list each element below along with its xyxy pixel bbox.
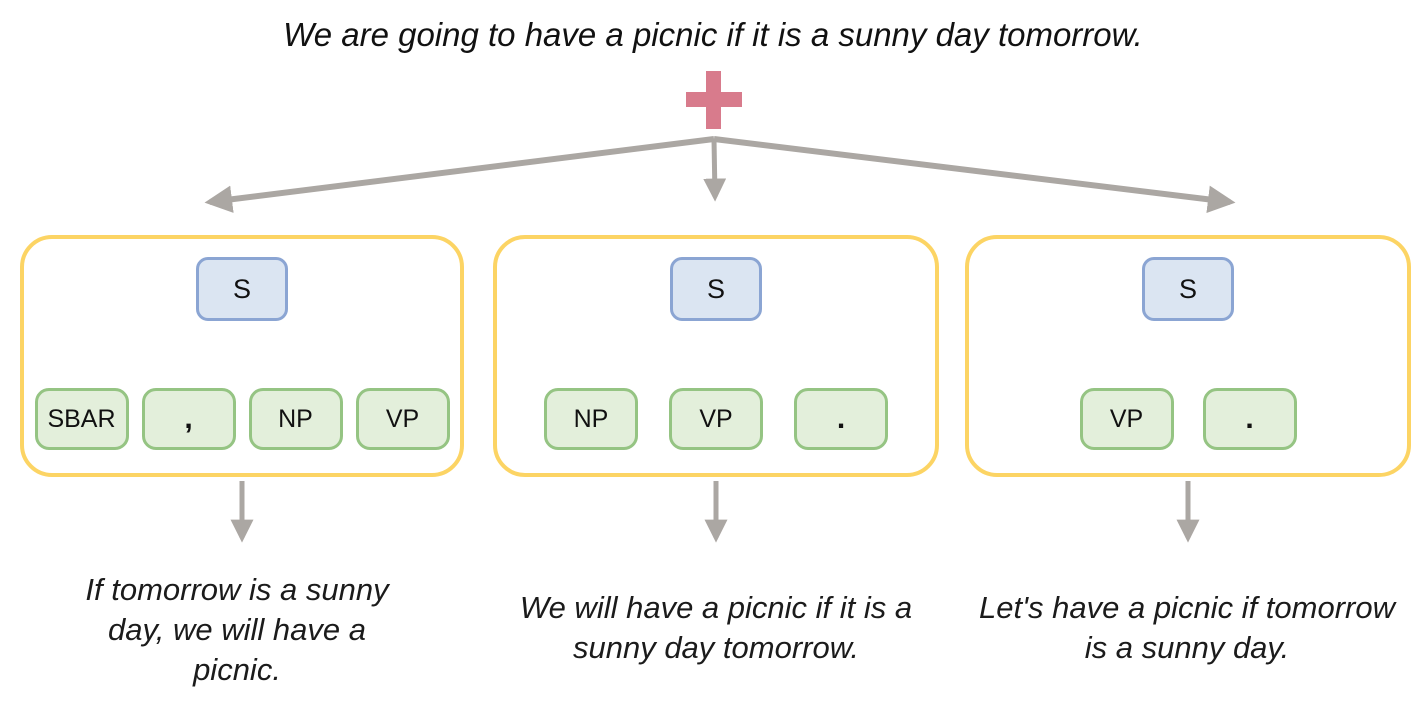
root-node-s: S <box>196 257 288 321</box>
child-node-sbar: SBAR <box>34 388 129 450</box>
child-node-np: NP <box>248 388 343 450</box>
child-node-vp: VP <box>355 388 450 450</box>
fan-arrow-center <box>703 138 727 202</box>
child-node-period: . <box>794 388 888 450</box>
children-row: VP . <box>969 388 1407 450</box>
plus-icon-vertical-bar <box>706 71 721 129</box>
paraphrase-2: We will have a picnic if it is a sunny d… <box>519 590 913 665</box>
child-node-period: . <box>1202 388 1297 450</box>
parse-template-box-1: S SBAR , NP VP <box>20 235 464 477</box>
fan-arrow-right <box>713 136 1236 214</box>
paraphrase-3: Let's have a picnic if tomorrow is a sun… <box>979 590 1395 665</box>
parse-template-box-3: S VP . <box>965 235 1411 477</box>
children-row: SBAR , NP VP <box>24 388 460 450</box>
root-node-s: S <box>1142 257 1234 321</box>
source-sentence: We are going to have a picnic if it is a… <box>283 16 1143 53</box>
child-node-vp: VP <box>669 388 763 450</box>
child-node-comma: , <box>141 388 236 450</box>
paraphrase-1: If tomorrow is a sunny day, we will have… <box>85 572 389 687</box>
root-node-s: S <box>670 257 762 321</box>
parse-template-box-2: S NP VP . <box>493 235 939 477</box>
plus-icon <box>686 71 742 129</box>
fan-arrow-left <box>204 136 715 213</box>
children-row: NP VP . <box>497 388 935 450</box>
child-node-vp: VP <box>1079 388 1174 450</box>
child-node-np: NP <box>544 388 638 450</box>
